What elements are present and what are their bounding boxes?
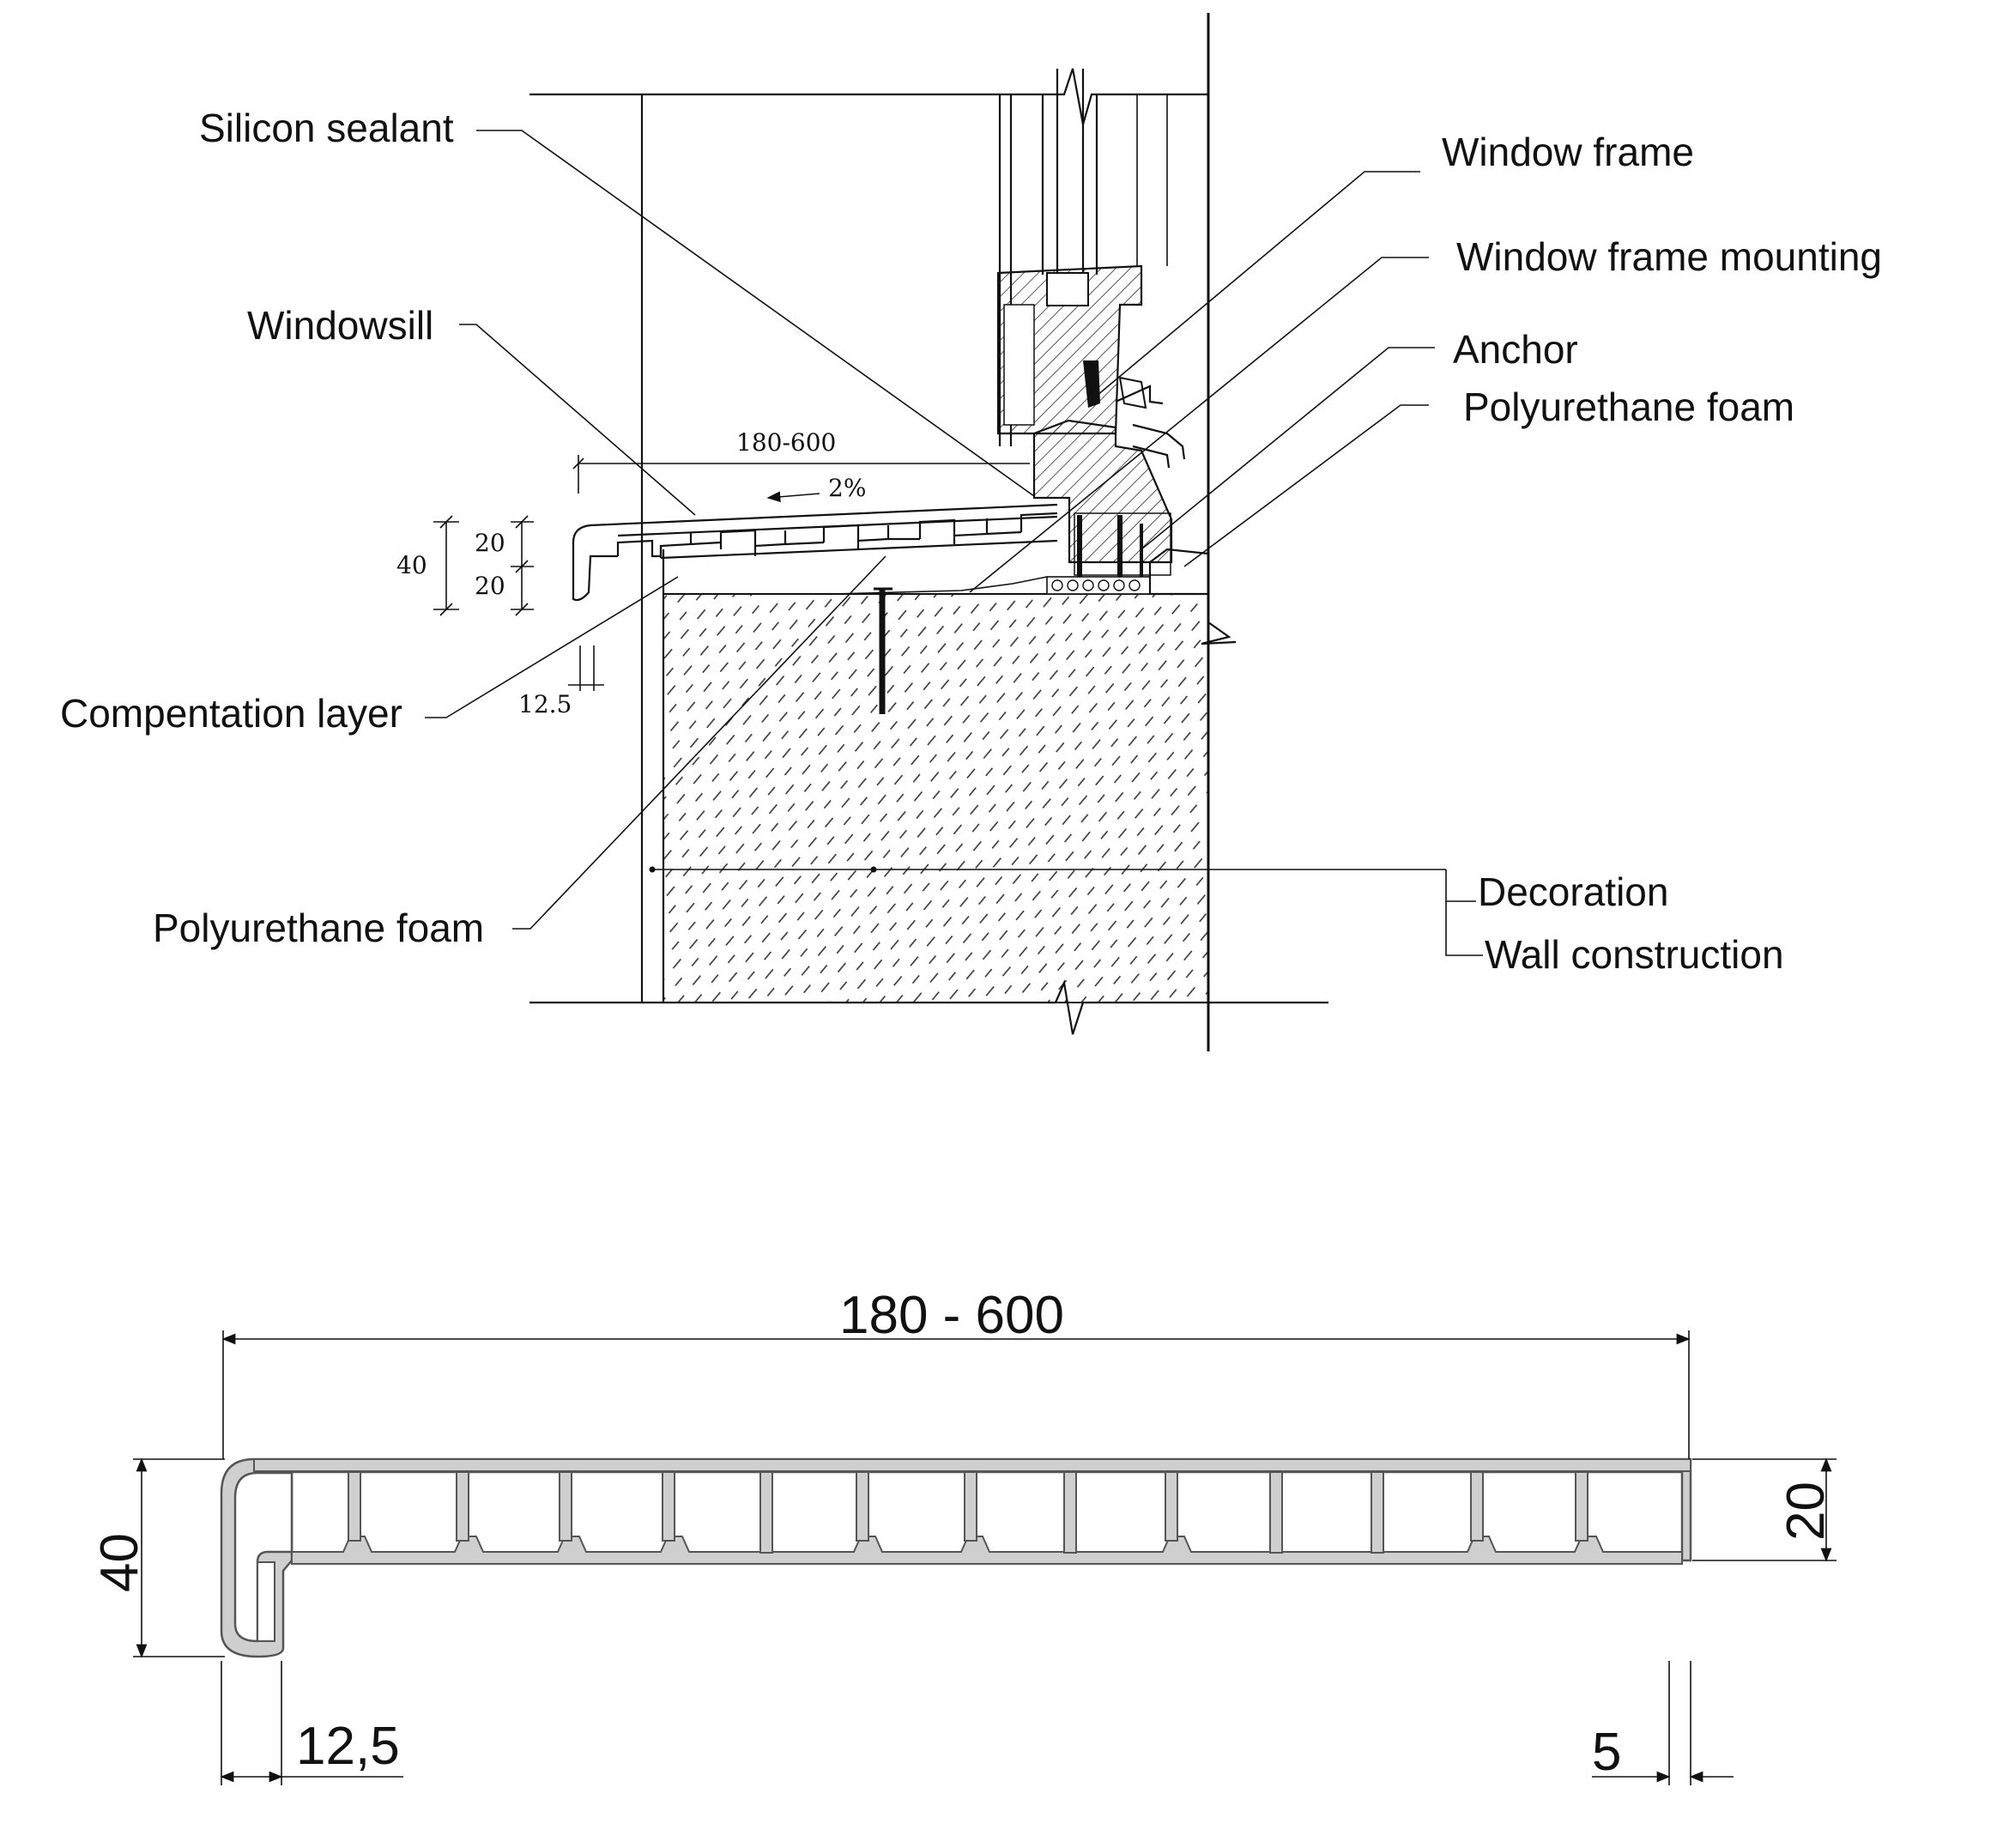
wall-construction	[663, 593, 1209, 1003]
label-polyurethane-foam-top: Polyurethane foam	[1463, 385, 1794, 429]
section-labels: Silicon sealant Window frame Window fram…	[60, 106, 1882, 977]
profile-height-chamber: 20	[1776, 1481, 1836, 1541]
section-detail	[529, 13, 1446, 1051]
label-compensation-layer: Compentation layer	[60, 691, 402, 736]
section-height-upper: 20	[475, 529, 505, 557]
profile-end-dimension: 5	[1592, 1723, 1621, 1782]
section-height-total: 40	[396, 551, 427, 579]
label-anchor: Anchor	[1453, 327, 1578, 372]
label-wall-construction: Wall construction	[1485, 932, 1784, 977]
section-nose-dimension: 12.5	[518, 690, 572, 718]
label-polyurethane-foam-bottom: Polyurethane foam	[153, 906, 484, 950]
label-window-frame-mounting: Window frame mounting	[1456, 234, 1882, 279]
section-dimensions: 180-600 2% 40 20 20 12.5	[396, 428, 1030, 718]
leader-lines	[425, 130, 1483, 956]
compensation-layer	[832, 576, 1048, 595]
label-windowsill: Windowsill	[247, 303, 433, 348]
label-window-frame: Window frame	[1442, 130, 1694, 174]
section-windowsill-profile	[572, 503, 1058, 602]
window-glazing	[998, 69, 1168, 446]
profile-outline	[220, 1457, 1692, 1658]
profile-width-dimension: 180 - 600	[839, 1286, 1064, 1345]
label-silicon-sealant: Silicon sealant	[199, 106, 454, 150]
label-decoration: Decoration	[1478, 869, 1668, 914]
profile-dimensions: 180 - 600 40 20 12,5 5	[90, 1286, 1836, 1785]
profile-detail	[220, 1457, 1692, 1658]
section-width-dimension: 180-600	[736, 428, 836, 457]
profile-nose-dimension: 12,5	[296, 1717, 400, 1776]
profile-height-total: 40	[90, 1533, 149, 1592]
section-slope: 2%	[828, 474, 866, 502]
section-height-lower: 20	[475, 572, 505, 600]
